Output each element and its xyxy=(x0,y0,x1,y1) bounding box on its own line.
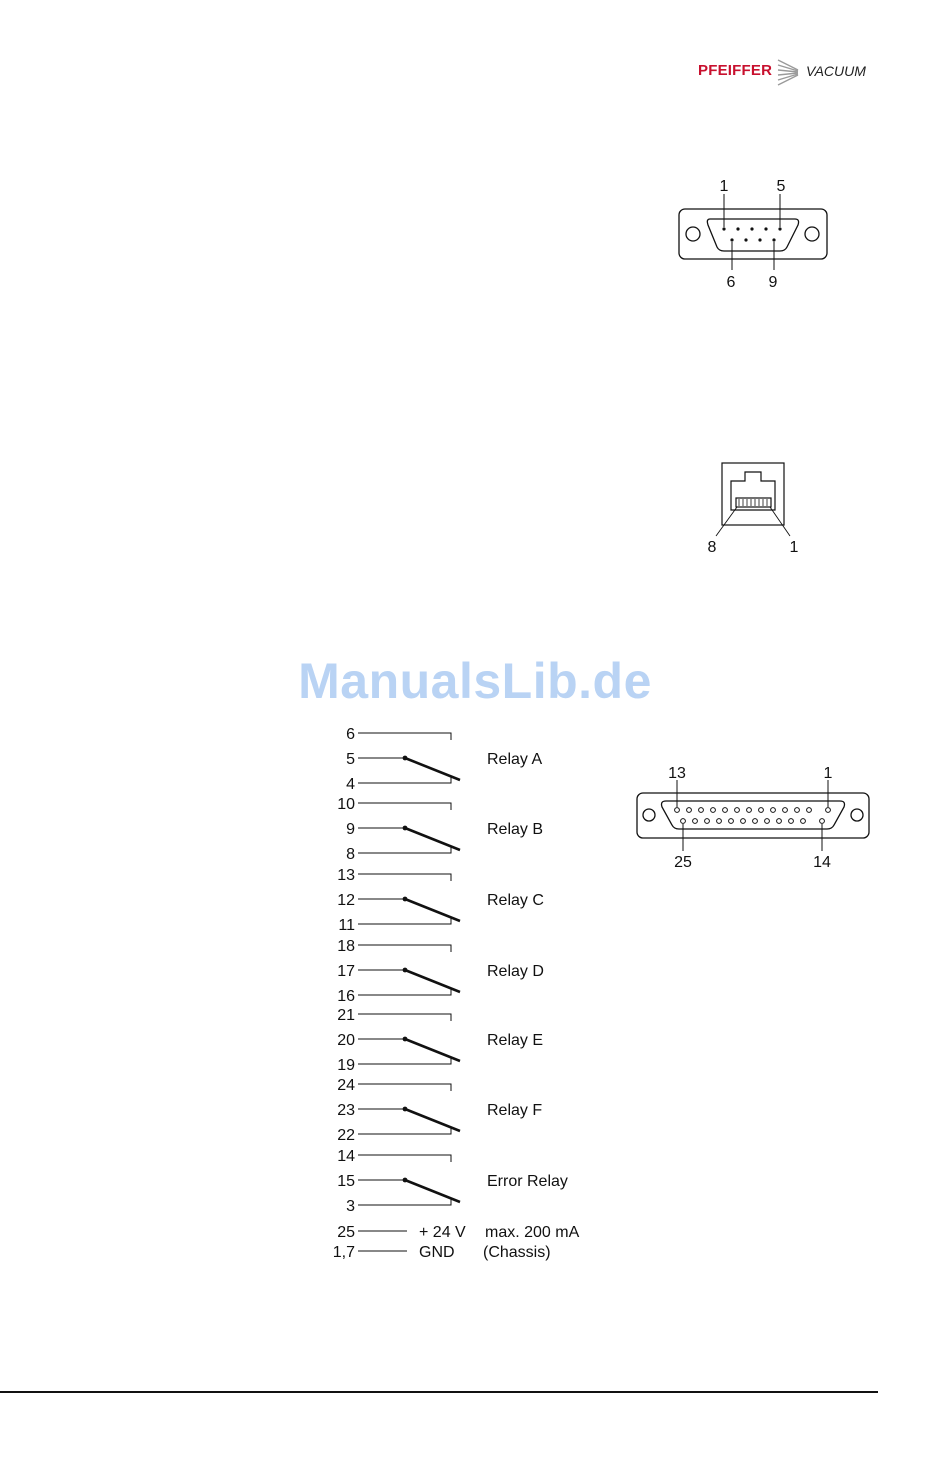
relay-no-pin-label: 24 xyxy=(337,1077,355,1094)
relay-com-pin-label: 9 xyxy=(346,821,355,838)
relay-name-label: Relay A xyxy=(487,751,542,768)
watermark: ManualsLib.de xyxy=(0,652,950,710)
relay-com-pin-label: 20 xyxy=(337,1032,355,1049)
relay-com-pin-label: 12 xyxy=(337,892,355,909)
relay-pivot-dot xyxy=(403,1037,408,1042)
relay-switch-arm xyxy=(405,899,460,921)
relay-nc-contact-line xyxy=(358,1127,451,1134)
relay-com-pin-label: 17 xyxy=(337,963,355,980)
relay-nc-pin-label: 8 xyxy=(346,846,355,863)
sub-d9-connector xyxy=(679,209,827,259)
relay-no-pin-label: 14 xyxy=(337,1148,355,1165)
rj45-leaders xyxy=(716,507,790,536)
relay-block: 14 15 3 Error Relay xyxy=(337,1148,568,1215)
rj45-pin-1-label: 1 xyxy=(790,539,799,556)
relay-name-label: Error Relay xyxy=(487,1173,568,1190)
sub-d9-pin-5-label: 5 xyxy=(777,178,786,195)
ground-signal-label: GND xyxy=(419,1244,455,1261)
relay-nc-contact-line xyxy=(358,776,451,783)
relay-block: 10 9 8 Relay B xyxy=(337,796,543,863)
sub-d25-leaders xyxy=(677,780,828,851)
sub-d25-pin-1-label: 1 xyxy=(824,765,833,782)
power-signal-label: + 24 V xyxy=(419,1224,466,1241)
rj45-connector xyxy=(722,463,784,525)
footer-rule xyxy=(0,1391,878,1393)
relay-name-label: Relay D xyxy=(487,963,544,980)
power-note-label: max. 200 mA xyxy=(485,1224,580,1241)
relay-com-pin-label: 15 xyxy=(337,1173,355,1190)
relay-nc-pin-label: 3 xyxy=(346,1198,355,1215)
relay-pivot-dot xyxy=(403,968,408,973)
rj45-pin-8-label: 8 xyxy=(708,539,717,556)
rj45-contacts xyxy=(739,499,767,506)
sub-d9-pin-9-label: 9 xyxy=(769,274,778,291)
sub-d25-pins xyxy=(675,808,831,824)
sub-d25-connector xyxy=(637,793,869,838)
relay-nc-contact-line xyxy=(358,917,451,924)
sub-d25-pin-14-label: 14 xyxy=(813,854,831,871)
relay-name-label: Relay B xyxy=(487,821,543,838)
relay-nc-pin-label: 19 xyxy=(337,1057,355,1074)
ground-note-label: (Chassis) xyxy=(483,1244,551,1261)
power-row-24v: 25 + 24 V max. 200 mA xyxy=(337,1224,579,1241)
sub-d25-pin-13-label: 13 xyxy=(668,765,686,782)
relay-pivot-dot xyxy=(403,826,408,831)
sub-d9-pin-1-label: 1 xyxy=(720,178,729,195)
relay-switch-arm xyxy=(405,970,460,992)
relay-nc-pin-label: 16 xyxy=(337,988,355,1005)
relay-no-contact-line xyxy=(358,1014,451,1021)
power-pin-label: 25 xyxy=(337,1224,355,1241)
relay-com-pin-label: 23 xyxy=(337,1102,355,1119)
relay-pivot-dot xyxy=(403,897,408,902)
relay-block: 13 12 11 Relay C xyxy=(337,867,544,934)
relay-no-contact-line xyxy=(358,1084,451,1091)
relay-nc-pin-label: 11 xyxy=(338,917,355,934)
relay-no-pin-label: 13 xyxy=(337,867,355,884)
relay-nc-contact-line xyxy=(358,988,451,995)
relay-switch-arm xyxy=(405,1180,460,1202)
relay-block: 6 5 4 Relay A xyxy=(346,726,542,793)
relay-block: 24 23 22 Relay F xyxy=(337,1077,542,1144)
relay-nc-contact-line xyxy=(358,1057,451,1064)
relay-switch-arm xyxy=(405,758,460,780)
sub-d25-pin-25-label: 25 xyxy=(674,854,692,871)
relay-nc-contact-line xyxy=(358,1198,451,1205)
relay-nc-contact-line xyxy=(358,846,451,853)
power-row-gnd: 1,7 GND (Chassis) xyxy=(333,1244,551,1261)
relay-block: 18 17 16 Relay D xyxy=(337,938,544,1005)
sub-d9-pin-6-label: 6 xyxy=(727,274,736,291)
relay-pivot-dot xyxy=(403,1107,408,1112)
relay-wiring-diagram: 6 5 4 Relay A 10 9 8 Relay B 13 12 11 Relay C 18 17 16… xyxy=(337,726,568,1215)
relay-switch-arm xyxy=(405,828,460,850)
relay-name-label: Relay C xyxy=(487,892,544,909)
relay-name-label: Relay F xyxy=(487,1102,542,1119)
relay-no-contact-line xyxy=(358,874,451,881)
sub-d9-pins xyxy=(722,227,781,241)
ground-pin-label: 1,7 xyxy=(333,1244,355,1261)
relay-no-contact-line xyxy=(358,945,451,952)
relay-no-pin-label: 18 xyxy=(337,938,355,955)
relay-no-pin-label: 21 xyxy=(337,1007,355,1024)
relay-nc-pin-label: 4 xyxy=(346,776,355,793)
relay-no-contact-line xyxy=(358,733,451,740)
relay-pivot-dot xyxy=(403,1178,408,1183)
relay-com-pin-label: 5 xyxy=(346,751,355,768)
relay-nc-pin-label: 22 xyxy=(337,1127,355,1144)
relay-switch-arm xyxy=(405,1109,460,1131)
relay-no-contact-line xyxy=(358,803,451,810)
relay-block: 21 20 19 Relay E xyxy=(337,1007,543,1074)
relay-no-pin-label: 6 xyxy=(346,726,355,743)
relay-switch-arm xyxy=(405,1039,460,1061)
relay-no-contact-line xyxy=(358,1155,451,1162)
relay-no-pin-label: 10 xyxy=(337,796,355,813)
relay-pivot-dot xyxy=(403,756,408,761)
relay-name-label: Relay E xyxy=(487,1032,543,1049)
